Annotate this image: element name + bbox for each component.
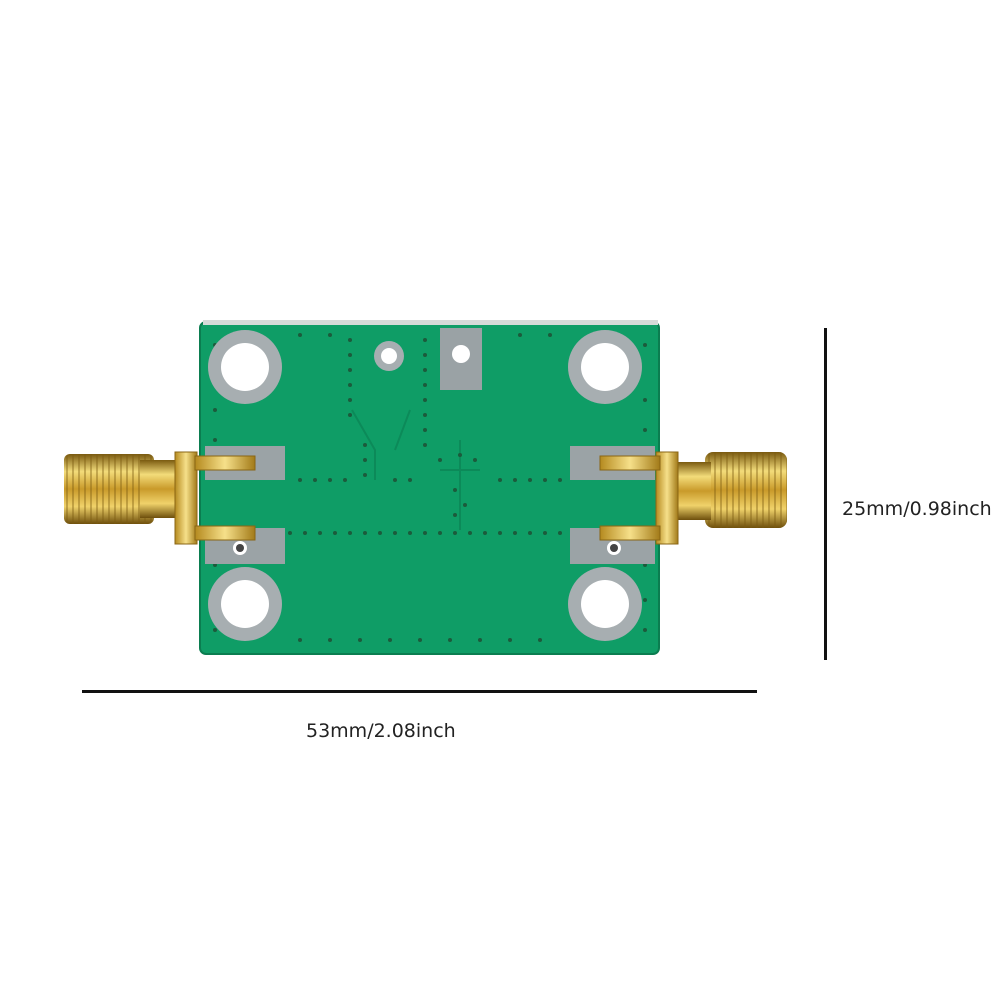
height-dimension-line xyxy=(824,328,827,660)
height-dimension-label: 25mm/0.98inch xyxy=(842,498,992,520)
left-sma-connector xyxy=(64,451,256,545)
mounting-holes xyxy=(208,330,642,641)
pcb-board xyxy=(199,320,660,655)
right-sma-connector xyxy=(599,451,787,545)
width-dimension-line xyxy=(82,690,757,693)
width-dimension-label: 53mm/2.08inch xyxy=(306,720,456,742)
